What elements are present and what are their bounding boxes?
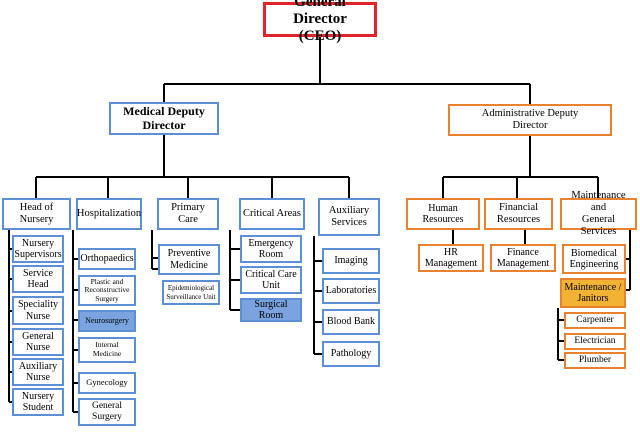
unit-emergency-room: Emergency Room xyxy=(240,235,302,263)
unit-nursery-supervisors: Nursery Supervisors xyxy=(12,235,64,263)
ceo-box: General Director (CEO) xyxy=(263,0,377,44)
unit-gynecology: Gynecology xyxy=(78,372,136,394)
head-of-nursery-box: Head of Nursery xyxy=(2,198,71,230)
unit-auxiliary-nurse: Auxiliary Nurse xyxy=(12,358,64,386)
administrative-deputy-box: Administrative Deputy Director xyxy=(448,104,612,136)
hospitalization-box: Hospitalization xyxy=(76,198,142,230)
unit-speciality-nurse: Speciality Nurse xyxy=(12,296,64,325)
unit-nursery-student: Nursery Student xyxy=(12,388,64,416)
unit-surgical-room: Surgical Room xyxy=(240,298,302,322)
human-resources-box: Human Resources xyxy=(406,198,480,230)
unit-carpenter: Carpenter xyxy=(564,312,626,329)
unit-service-head: Service Head xyxy=(12,265,64,293)
medical-deputy-box: Medical Deputy Director xyxy=(109,102,219,135)
unit-preventive-medicine: Preventive Medicine xyxy=(158,244,220,275)
unit-neurosurgery: Neurosurgery xyxy=(78,310,136,332)
critical-areas-box: Critical Areas xyxy=(239,198,305,230)
unit-biomedical-engineering: Biomedical Engineering xyxy=(562,244,626,274)
unit-epidemiological-surveillance: Epidemiological Surveillance Unit xyxy=(162,280,220,305)
unit-general-nurse: General Nurse xyxy=(12,328,64,356)
financial-resources-box: Financial Resources xyxy=(484,198,553,230)
unit-critical-care: Critical Care Unit xyxy=(240,266,302,294)
primary-care-box: Primary Care xyxy=(157,198,219,230)
unit-plastic-surgery: Plastic and Reconstructive Surgery xyxy=(78,275,136,306)
unit-hr-management: HR Management xyxy=(418,244,484,272)
unit-blood-bank: Blood Bank xyxy=(322,309,380,335)
unit-imaging: Imaging xyxy=(322,248,380,274)
unit-general-surgery: General Surgery xyxy=(78,398,136,426)
unit-electrician: Electrician xyxy=(564,333,626,350)
maintenance-box: Maintenance and General Services xyxy=(560,190,637,237)
unit-maintenance-janitors: Maintenance / Janitors xyxy=(560,278,626,308)
unit-internal-medicine: Internal Medicine xyxy=(78,337,136,363)
unit-finance-management: Finance Management xyxy=(490,244,556,272)
auxiliary-services-box: Auxiliary Services xyxy=(318,198,380,236)
unit-laboratories: Laboratories xyxy=(322,278,380,304)
unit-pathology: Pathology xyxy=(322,341,380,367)
unit-plumber: Plumber xyxy=(564,352,626,369)
unit-orthopaedics: Orthopaedics xyxy=(78,248,136,270)
